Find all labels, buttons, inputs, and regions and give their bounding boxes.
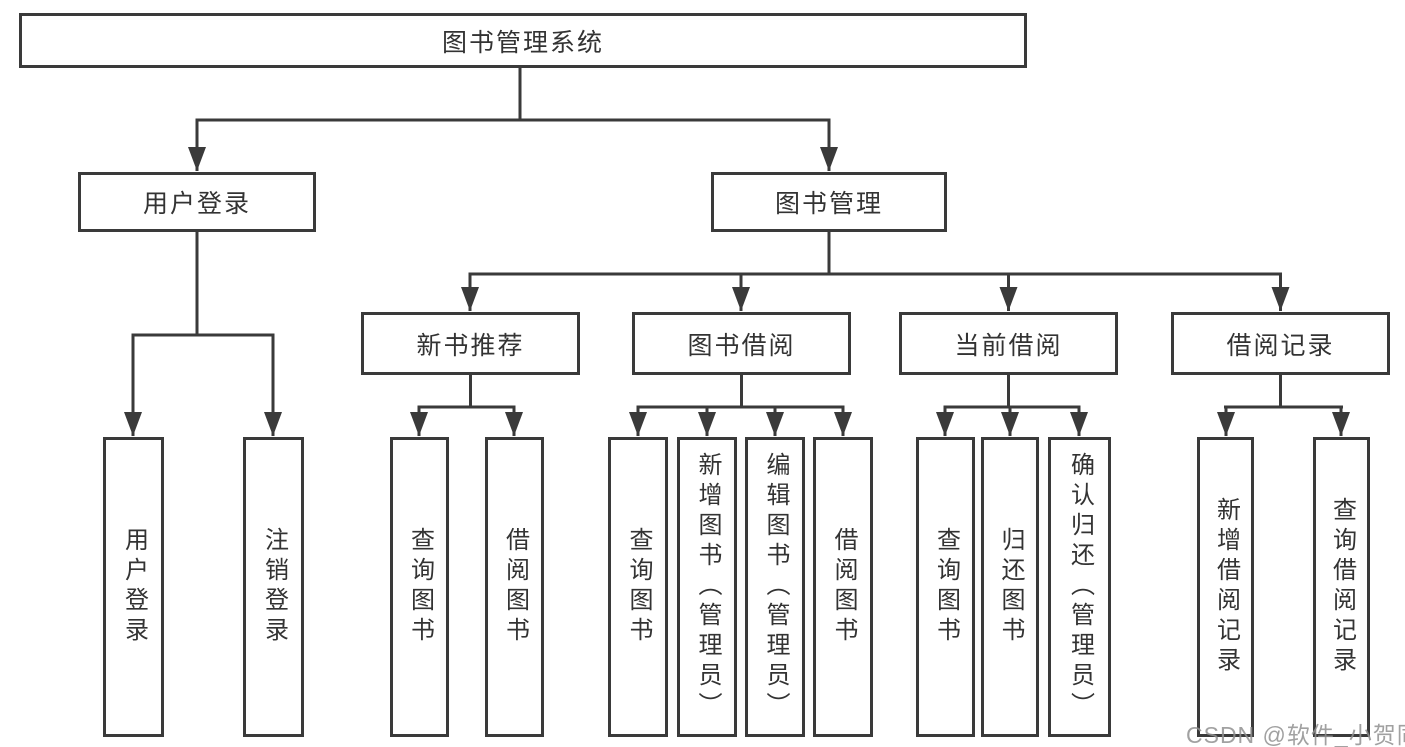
node-cb-return-books: 归还图书 <box>981 437 1039 737</box>
node-book-borrow: 图书借阅 <box>632 312 851 375</box>
node-borrow-records: 借阅记录 <box>1171 312 1390 375</box>
node-login: 用户登录 <box>103 437 164 737</box>
node-br-add-record: 新增借阅记录 <box>1197 437 1254 737</box>
node-current-borrow: 当前借阅 <box>899 312 1118 375</box>
node-bb-borrow-books: 借阅图书 <box>813 437 873 737</box>
node-user-login: 用户登录 <box>78 172 316 232</box>
node-logout: 注销登录 <box>243 437 304 737</box>
node-br-query-record: 查询借阅记录 <box>1313 437 1370 737</box>
node-bb-edit-books-admin: 编辑图书（管理员） <box>745 437 805 737</box>
watermark: CSDN @软件_小贺同学 <box>1186 722 1405 747</box>
node-cb-confirm-return-admin: 确认归还（管理员） <box>1048 437 1111 737</box>
node-nbr-query-books: 查询图书 <box>390 437 449 737</box>
node-bb-add-books-admin: 新增图书（管理员） <box>677 437 737 737</box>
node-nbr-borrow-books: 借阅图书 <box>485 437 544 737</box>
node-book-management: 图书管理 <box>711 172 947 232</box>
node-new-book-recommend: 新书推荐 <box>361 312 580 375</box>
node-bb-query-books: 查询图书 <box>608 437 668 737</box>
node-cb-query-books: 查询图书 <box>916 437 975 737</box>
node-root: 图书管理系统 <box>19 13 1027 68</box>
